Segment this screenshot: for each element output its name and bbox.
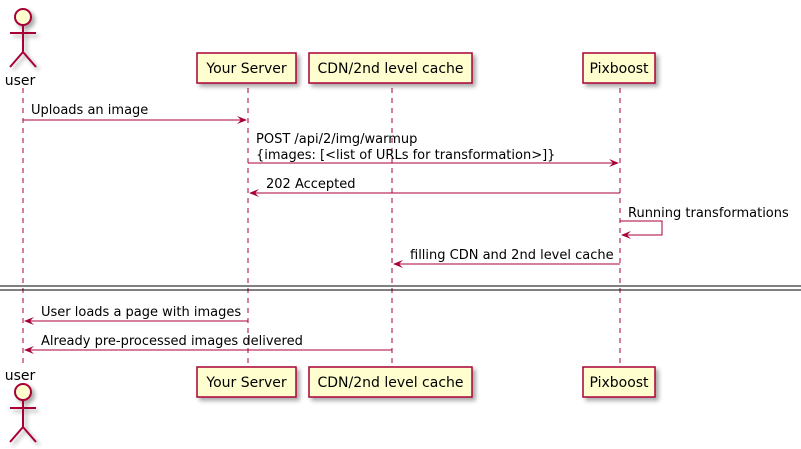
message-user-loads-page: User loads a page with images [24,305,248,325]
lifelines [22,88,621,365]
message-label: 202 Accepted [266,177,356,192]
participant-box-cdn-top: CDN/2nd level cache [308,52,473,84]
participant-label-cdn: CDN/2nd level cache [317,61,463,77]
arrowhead-icon [393,260,403,268]
message-label: {images: [<list of URLs for transformati… [256,148,555,163]
arrowhead-icon [24,346,34,354]
message-running-transformations: Running transformations [620,206,789,239]
participants-bottom: user Your Server CDN/2nd level cache Pix… [5,366,656,443]
participant-label-pixboost: Pixboost [589,61,649,77]
participant-label-server: Your Server [205,61,286,77]
participant-label-server-bottom: Your Server [205,375,286,391]
participant-box-server-bottom: Your Server [196,366,297,398]
message-label: filling CDN and 2nd level cache [410,248,614,263]
actor-head-icon [14,383,32,401]
message-label: Running transformations [628,206,789,221]
arrowhead-icon [621,231,631,239]
participant-box-pixboost-top: Pixboost [582,52,656,84]
participant-box-pixboost-bottom: Pixboost [582,366,656,398]
message-label: Already pre-processed images delivered [41,334,303,349]
message-delivered: Already pre-processed images delivered [24,334,392,354]
actor-body-icon [9,25,37,68]
message-warmup: POST /api/2/img/warmup {images: [<list o… [248,132,619,167]
actor-user-top: user [5,8,37,89]
participant-box-server-top: Your Server [196,52,297,84]
participant-label-user: user [5,73,36,89]
separator [0,285,801,291]
actor-head-icon [14,8,32,26]
message-filling-cdn: filling CDN and 2nd level cache [393,248,620,268]
message-accepted: 202 Accepted [249,177,620,197]
actor-body-icon [9,400,37,443]
message-label: POST /api/2/img/warmup [256,132,417,147]
participant-label-user-bottom: user [5,368,36,384]
participant-box-cdn-bottom: CDN/2nd level cache [308,366,473,398]
arrowhead-icon [24,317,34,325]
messages: Uploads an image POST /api/2/img/warmup … [0,103,801,354]
message-upload: Uploads an image [23,103,247,124]
arrowhead-icon [249,189,259,197]
participant-label-cdn-bottom: CDN/2nd level cache [317,375,463,391]
arrowhead-icon [609,159,619,167]
participant-label-pixboost-bottom: Pixboost [589,375,649,391]
message-label: Uploads an image [31,103,148,118]
arrowhead-icon [237,116,247,124]
actor-user-bottom: user [5,368,37,443]
participants-top: user Your Server CDN/2nd level cache Pix… [5,8,656,89]
message-label: User loads a page with images [41,305,241,320]
